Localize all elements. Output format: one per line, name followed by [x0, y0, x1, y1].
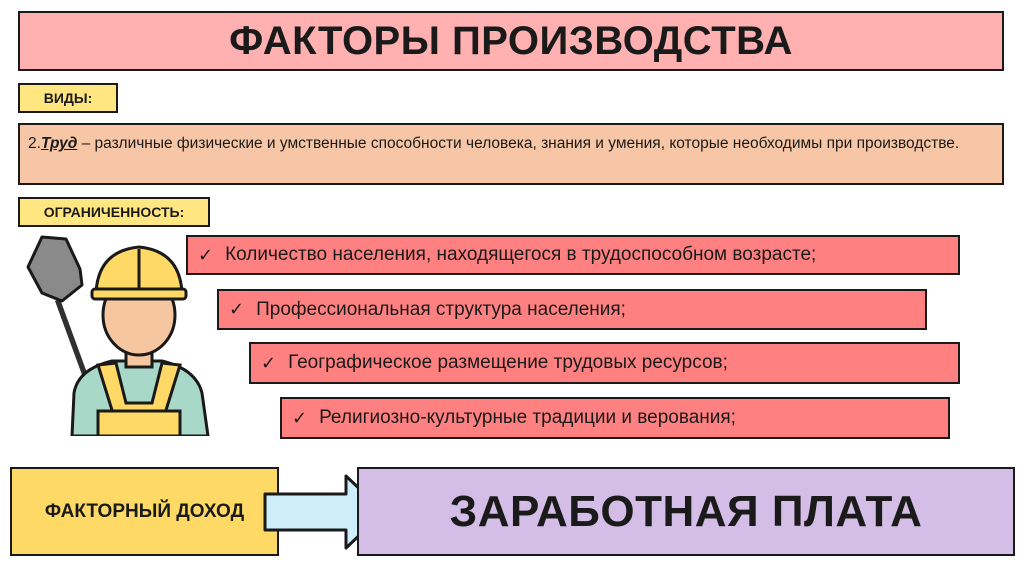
limitation-item-label: Религиозно-культурные традиции и верован… [319, 407, 736, 428]
limitation-item-label: Географическое размещение трудовых ресур… [288, 352, 728, 373]
limitation-item-label: Количество населения, находящегося в тру… [225, 244, 817, 265]
checkmark-icon: ✓ [229, 299, 245, 319]
worker-with-shovel-icon [26, 235, 210, 436]
checkmark-icon: ✓ [198, 244, 214, 265]
limitation-label: ОГРАНИЧЕННОСТЬ: [18, 197, 210, 227]
definition-term: Труд [40, 135, 78, 152]
factor-income-box: ФАКТОРНЫЙ ДОХОД [10, 467, 279, 556]
limitation-item-structure: ✓ Профессиональная структура населения; [217, 289, 927, 330]
wage-box: ЗАРАБОТНАЯ ПЛАТА [357, 467, 1015, 556]
page-title: ФАКТОРЫ ПРОИЗВОДСТВА [18, 11, 1004, 71]
checkmark-icon: ✓ [261, 352, 277, 373]
limitation-item-population: ✓ Количество населения, находящегося в т… [186, 235, 960, 275]
labor-definition: 2.Труд – различные физические и умственн… [18, 123, 1004, 185]
limitation-item-label: Профессиональная структура населения; [256, 298, 626, 320]
limitation-item-geography: ✓ Географическое размещение трудовых рес… [249, 342, 960, 384]
types-label: ВИДЫ: [18, 83, 118, 113]
limitation-item-traditions: ✓ Религиозно-культурные традиции и веров… [280, 397, 950, 439]
checkmark-icon: ✓ [292, 407, 308, 428]
definition-number: 2. [28, 135, 41, 152]
definition-text: – различные физические и умственные спос… [77, 135, 960, 152]
